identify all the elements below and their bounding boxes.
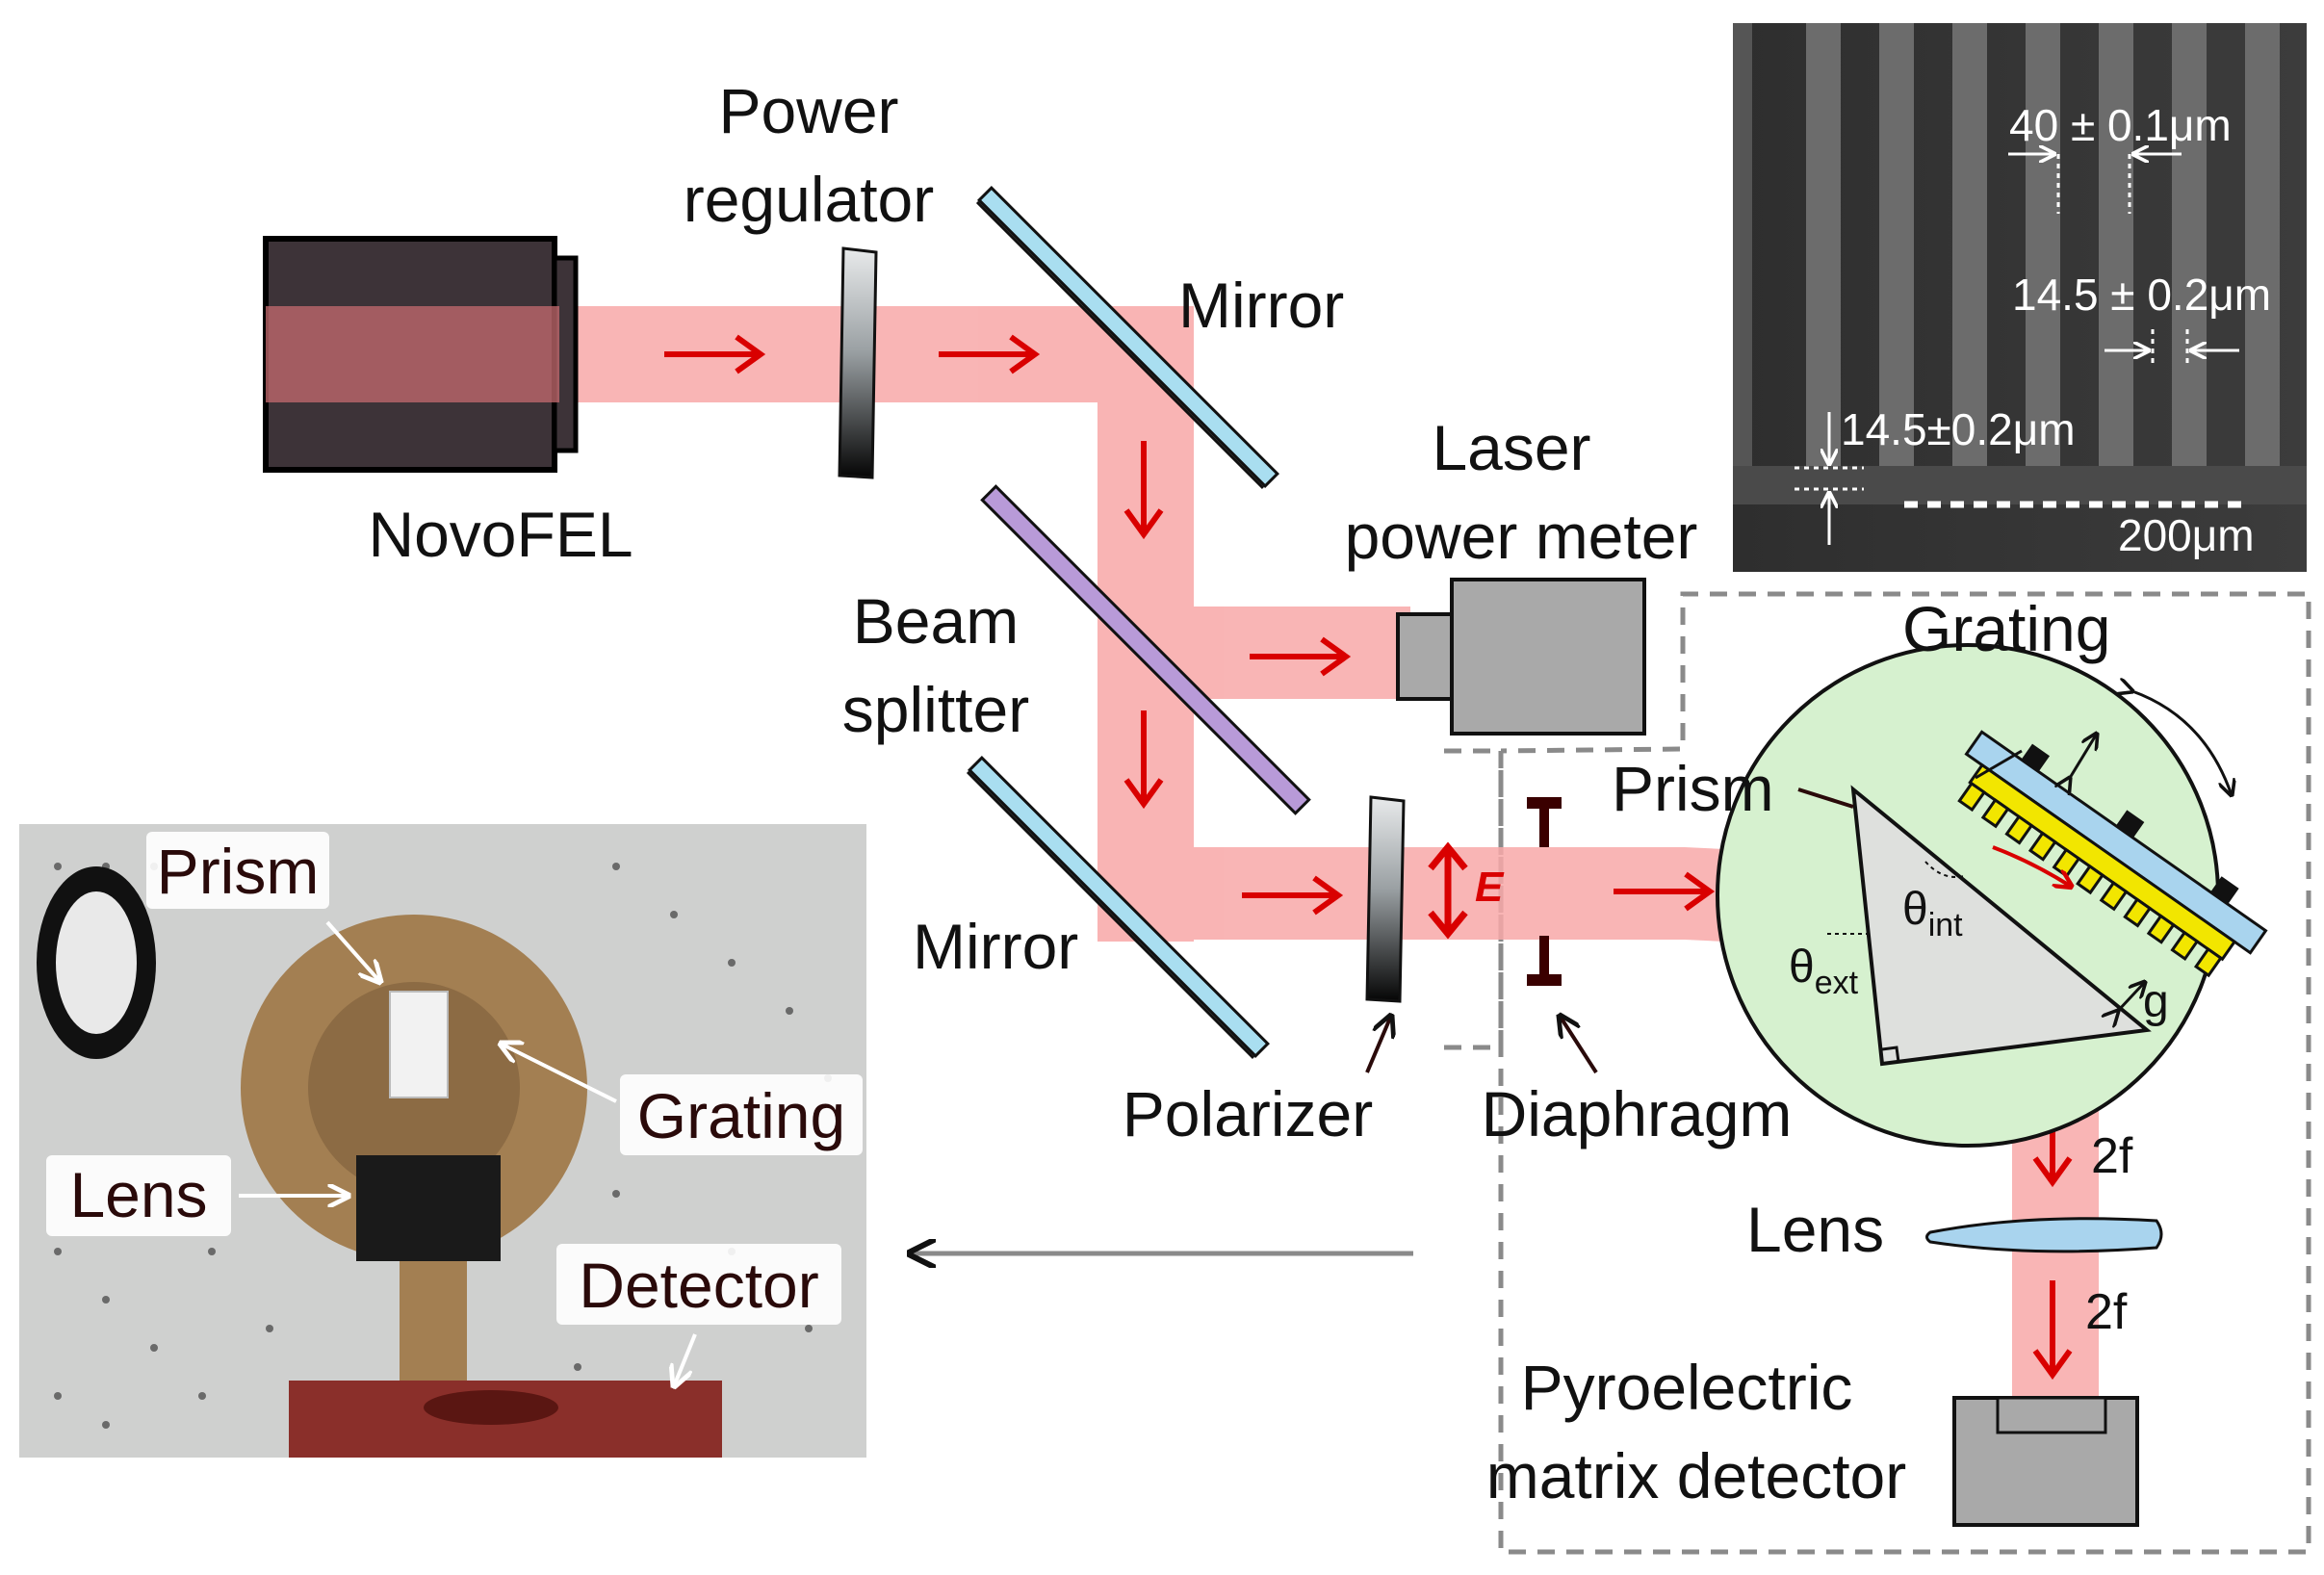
arrow-right-polarizer [1242,875,1344,916]
leader-arrows [1365,788,1854,1074]
arrow-right-1 [664,334,766,374]
label-detector-1: Pyroelectric [1521,1352,1853,1423]
arrow-right-2 [939,334,1041,374]
label-prism: Prism [1612,753,1774,824]
label-beam-splitter-1: Beam [853,585,1019,657]
beam-to-prism [1097,847,1882,949]
label-power-regulator-2: regulator [684,164,935,235]
label-2f-lower: 2f [2085,1284,2128,1340]
grating [1957,730,2268,978]
sem-period-label: 40 ± 0.1μm [2009,100,2232,150]
pyroelectric-detector [1952,1396,2139,1527]
label-mirror-bottom: Mirror [913,911,1078,982]
mirror-top [975,186,1279,490]
prism-right-angle [1881,1046,1900,1063]
label-theta-ext: θext [1789,942,1859,1001]
label-mirror-top: Mirror [1178,270,1344,341]
photo-label-lens: Lens [69,1159,207,1230]
sem-grating-ridges [1733,23,2307,504]
photo-prism-block [389,991,449,1098]
label-2f-upper: 2f [2091,1128,2133,1184]
sem-inset: 40 ± 0.1μm 14.5 ± 0.2μm 14.5±0.2μm 200μm [1733,23,2307,572]
label-novofel: NovoFEL [368,499,633,570]
photo-label-boxes [46,832,863,1325]
photo-label-prism: Prism [157,836,320,907]
diaphragm [1527,797,1562,986]
sem-width-label: 14.5 ± 0.2μm [2012,270,2271,320]
diagram-labels: NovoFEL Power regulator Mirror Beam spli… [368,75,2168,1511]
arrow-down-1 [1123,441,1164,540]
label-gap: g [2143,976,2169,1027]
label-grating: Grating [1902,593,2110,664]
prism [1850,785,2152,1067]
beam-direction-arrows [664,334,2073,1381]
novofel-source [263,236,579,473]
mirror-bottom [966,756,1270,1060]
label-polarizer: Polarizer [1123,1078,1373,1149]
sem-scale-bar-label: 200μm [2118,510,2255,560]
photo-detector-arm [400,1261,467,1396]
label-detector-2: matrix detector [1486,1440,1906,1511]
grating-arrows [1975,691,2232,1011]
dashed-enclosure-step [1444,748,1501,1050]
polarization-arrow [1428,841,1468,940]
laser-power-meter [1396,578,1646,736]
label-theta-int: θint [1902,884,1963,943]
arrow-right-meter [1250,636,1352,677]
photo-inset: Prism Grating Lens Detector [19,824,866,1458]
lens [1925,1217,2163,1253]
evanescent-arrow [1992,845,2070,886]
label-laser-2: power meter [1345,501,1698,572]
label-polarization-e: E [1475,864,1505,911]
arrow-down-4 [2032,1280,2073,1381]
photo-label-grating: Grating [637,1080,845,1151]
label-lens: Lens [1746,1194,1884,1265]
label-diaphragm: Diaphragm [1482,1078,1793,1149]
photo-label-detector: Detector [579,1250,818,1321]
polarizer [1365,795,1406,1003]
beam-splitter [980,484,1311,815]
label-beam-splitter-2: splitter [842,674,1029,745]
label-power-regulator-1: Power [718,75,898,146]
arrow-down-2 [1123,710,1164,810]
sem-depth-label: 14.5±0.2μm [1841,404,2076,454]
power-regulator [838,246,878,479]
theta-int-arc [1924,861,1965,878]
photo-lens-stage [356,1155,501,1261]
arrow-right-diaphragm [1614,871,1716,912]
label-laser-1: Laser [1432,412,1590,483]
